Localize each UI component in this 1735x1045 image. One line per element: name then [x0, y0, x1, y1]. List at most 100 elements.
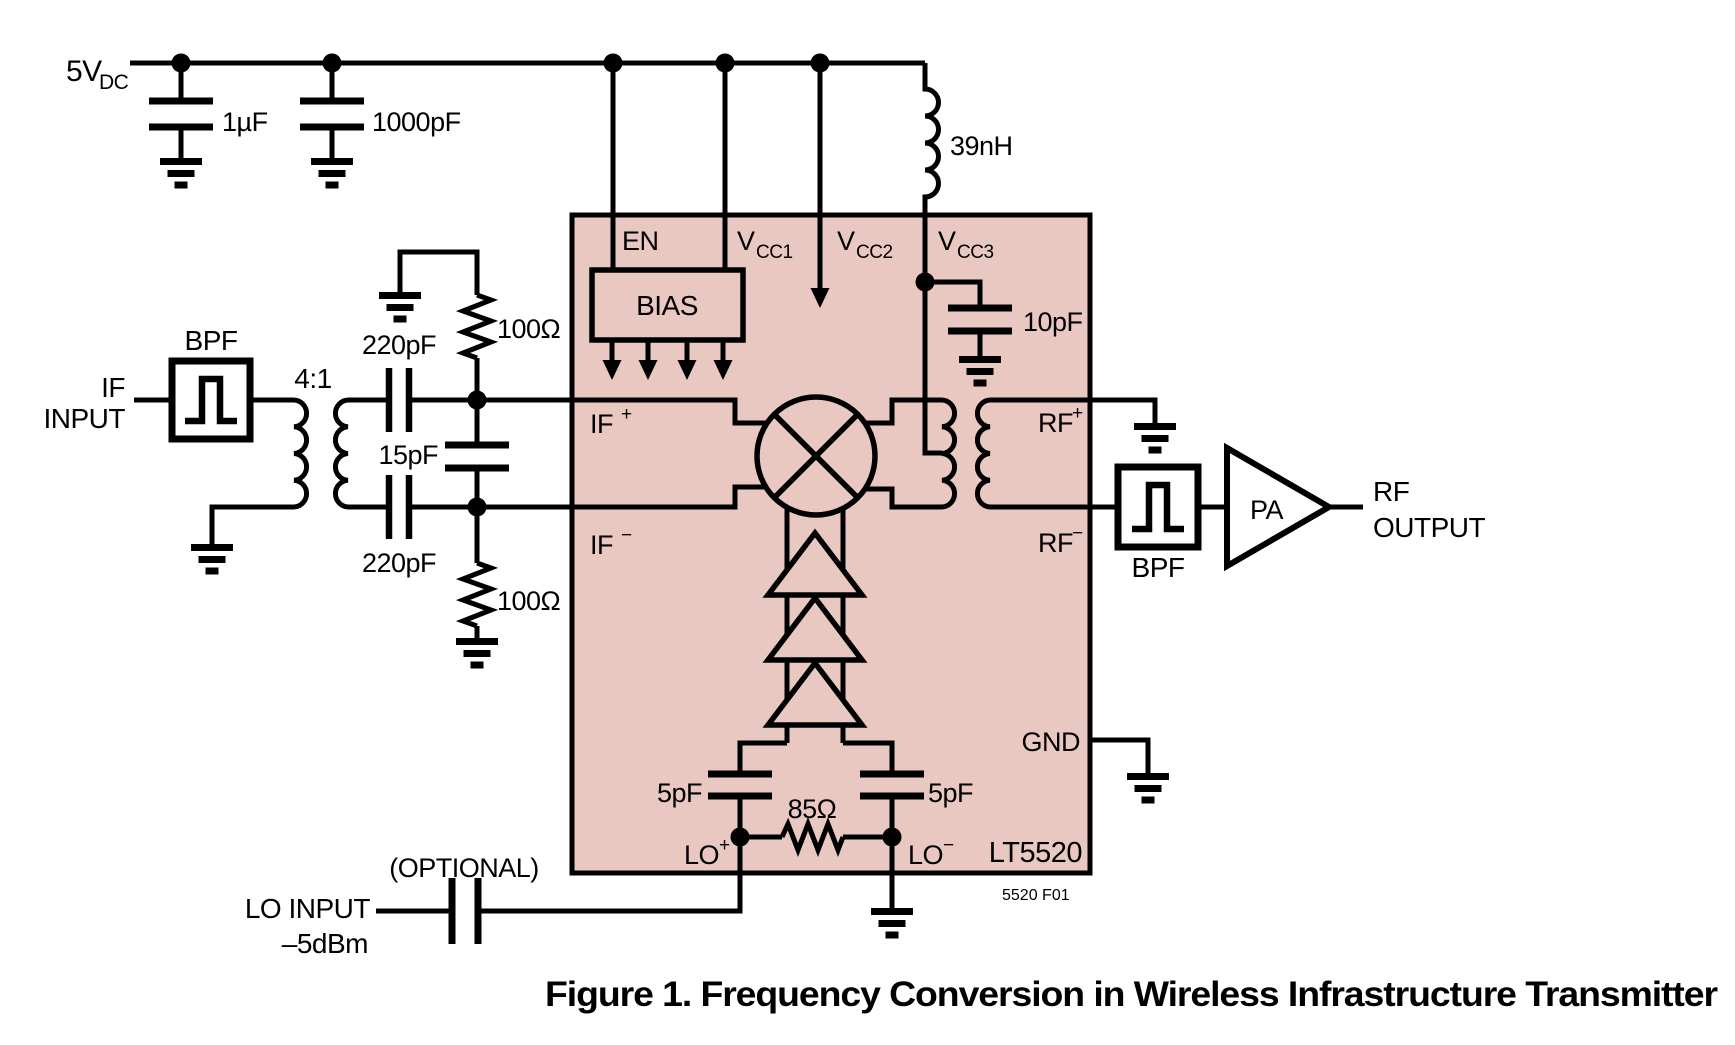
- choke-inductor-label: 39nH: [950, 131, 1013, 161]
- mixer-x-icon: [772, 412, 860, 500]
- lo-resistor-label: 85Ω: [788, 794, 837, 824]
- decoupling-cap-plates: [948, 304, 1012, 335]
- pin-label-vcc2: V: [837, 226, 855, 256]
- rf-output-label-line2: OUTPUT: [1373, 512, 1486, 543]
- optional-cap-plates: [448, 878, 482, 944]
- ground-symbol: [1134, 427, 1176, 451]
- bypass-cap1-label: 1µF: [222, 107, 268, 137]
- supply-voltage-label: 5V: [66, 55, 102, 88]
- pin-label-if-plus-sup: +: [621, 404, 632, 425]
- lo-buffer-chain: [762, 528, 868, 728]
- pa-amplifier-triangle: [1224, 442, 1335, 572]
- junction-dot: [915, 272, 935, 292]
- rf-output-label-line1: RF: [1373, 476, 1409, 507]
- ground-symbol: [379, 296, 421, 320]
- ground-symbol: [456, 642, 498, 666]
- rf-plus-wire: [990, 397, 1158, 423]
- rf-bpf-box: [1114, 463, 1202, 551]
- mixer-out-bottom-wire: [863, 486, 942, 510]
- transformer-ratio-label: 4:1: [294, 363, 331, 394]
- series-cap-bottom-label: 220pF: [362, 548, 436, 578]
- term-resistor-bottom-label: 100Ω: [497, 586, 561, 616]
- input-transformer-secondary-coil: [332, 397, 349, 510]
- lo-input-label-line1: LO INPUT: [245, 893, 371, 924]
- pin-label-vcc2-sub: CC2: [856, 242, 893, 263]
- mixer-symbol: [754, 394, 878, 518]
- junction-dot: [715, 53, 735, 73]
- lo-resistor-zigzag: [779, 817, 846, 857]
- term-resistor-bottom-zigzag: [455, 560, 499, 629]
- if-input-label-line2: INPUT: [44, 403, 126, 434]
- junction-dot: [882, 827, 902, 847]
- pin-label-if-minus-sup: −: [621, 525, 632, 546]
- pin-label-lo-minus: LO: [908, 840, 943, 870]
- lo-input-label-line2: –5dBm: [282, 928, 368, 959]
- term-resistor-top-label: 100Ω: [497, 314, 561, 344]
- optional-cap-label: (OPTIONAL): [389, 853, 539, 883]
- if-bpf-box: [168, 357, 254, 443]
- pin-label-en: EN: [622, 226, 659, 256]
- pin-label-rf-minus-sup: −: [1072, 523, 1083, 544]
- mixer-out-top-wire: [863, 397, 942, 426]
- if-input-label-line1: IF: [101, 372, 125, 403]
- term-resistor-top-zigzag: [455, 292, 499, 361]
- lo-split-wires: [737, 740, 895, 774]
- ground-symbol: [191, 548, 233, 572]
- ground-symbol: [1127, 777, 1169, 801]
- if-minus-wire: [412, 484, 770, 510]
- bypass-cap1-plates: [149, 97, 213, 131]
- pin-label-lo-minus-sup: −: [943, 835, 954, 856]
- choke-inductor-39nH: [922, 63, 942, 456]
- output-transformer-primary-coil: [941, 397, 958, 510]
- junction-dot: [467, 390, 487, 410]
- lo-cap-left-label: 5pF: [657, 778, 702, 808]
- ground-symbol: [311, 162, 353, 186]
- pin-label-vcc3-sub: CC3: [957, 242, 994, 263]
- input-transformer-primary-coil: [293, 397, 310, 510]
- lo-buffer-triangle: [762, 658, 868, 728]
- junction-dot: [322, 53, 342, 73]
- pin-label-rf-minus: RF: [1038, 528, 1073, 558]
- bandpass-icon: [1132, 481, 1184, 533]
- shunt-cap-label: 15pF: [378, 440, 438, 470]
- junction-dot: [603, 53, 623, 73]
- junction-dot: [810, 53, 830, 73]
- pin-label-if-plus: IF: [590, 409, 613, 439]
- rf-bpf-label: BPF: [1132, 552, 1185, 583]
- decoupling-cap-leads: [925, 279, 983, 356]
- output-transformer-secondary-coil: [974, 397, 991, 510]
- series-cap-top-plates: [385, 368, 413, 432]
- pin-label-vcc3: V: [938, 226, 956, 256]
- series-cap-bottom-plates: [385, 475, 413, 539]
- ic-part-number: LT5520: [989, 837, 1082, 869]
- lo-cap-right-label: 5pF: [928, 778, 973, 808]
- supply-voltage-subscript: DC: [99, 71, 129, 94]
- if-bpf-label: BPF: [185, 325, 238, 356]
- pin-label-vcc1: V: [737, 226, 755, 256]
- pin-label-rf-plus: RF: [1038, 408, 1073, 438]
- ground-symbol: [871, 912, 913, 936]
- pin-label-vcc1-sub: CC1: [756, 242, 793, 263]
- pin-label-rf-plus-sup: +: [1072, 403, 1083, 424]
- input-transformer-secondary-leads: [348, 397, 386, 510]
- junction-dot: [171, 53, 191, 73]
- junction-dot: [467, 497, 487, 517]
- ground-symbol: [160, 162, 202, 186]
- bandpass-icon: [185, 375, 237, 425]
- bypass-cap2-label: 1000pF: [372, 107, 461, 137]
- bias-block-label: BIAS: [636, 290, 698, 321]
- if-bpf: [168, 357, 254, 443]
- rf-bpf: [1114, 463, 1202, 551]
- gnd-pin-wire: [1090, 737, 1151, 773]
- junction-dot: [730, 827, 750, 847]
- wiring: [130, 60, 1363, 944]
- pin-label-lo-plus-sup: +: [719, 835, 730, 856]
- input-transformer-primary-gnd-lead: [209, 504, 294, 544]
- shunt-cap-plates: [445, 441, 509, 472]
- figure-caption: Figure 1. Frequency Conversion in Wirele…: [545, 975, 1718, 1014]
- decoupling-cap-label: 10pF: [1023, 307, 1083, 337]
- pa-label: PA: [1250, 495, 1284, 525]
- series-cap-top-label: 220pF: [362, 330, 436, 360]
- pin-label-if-minus: IF: [590, 530, 613, 560]
